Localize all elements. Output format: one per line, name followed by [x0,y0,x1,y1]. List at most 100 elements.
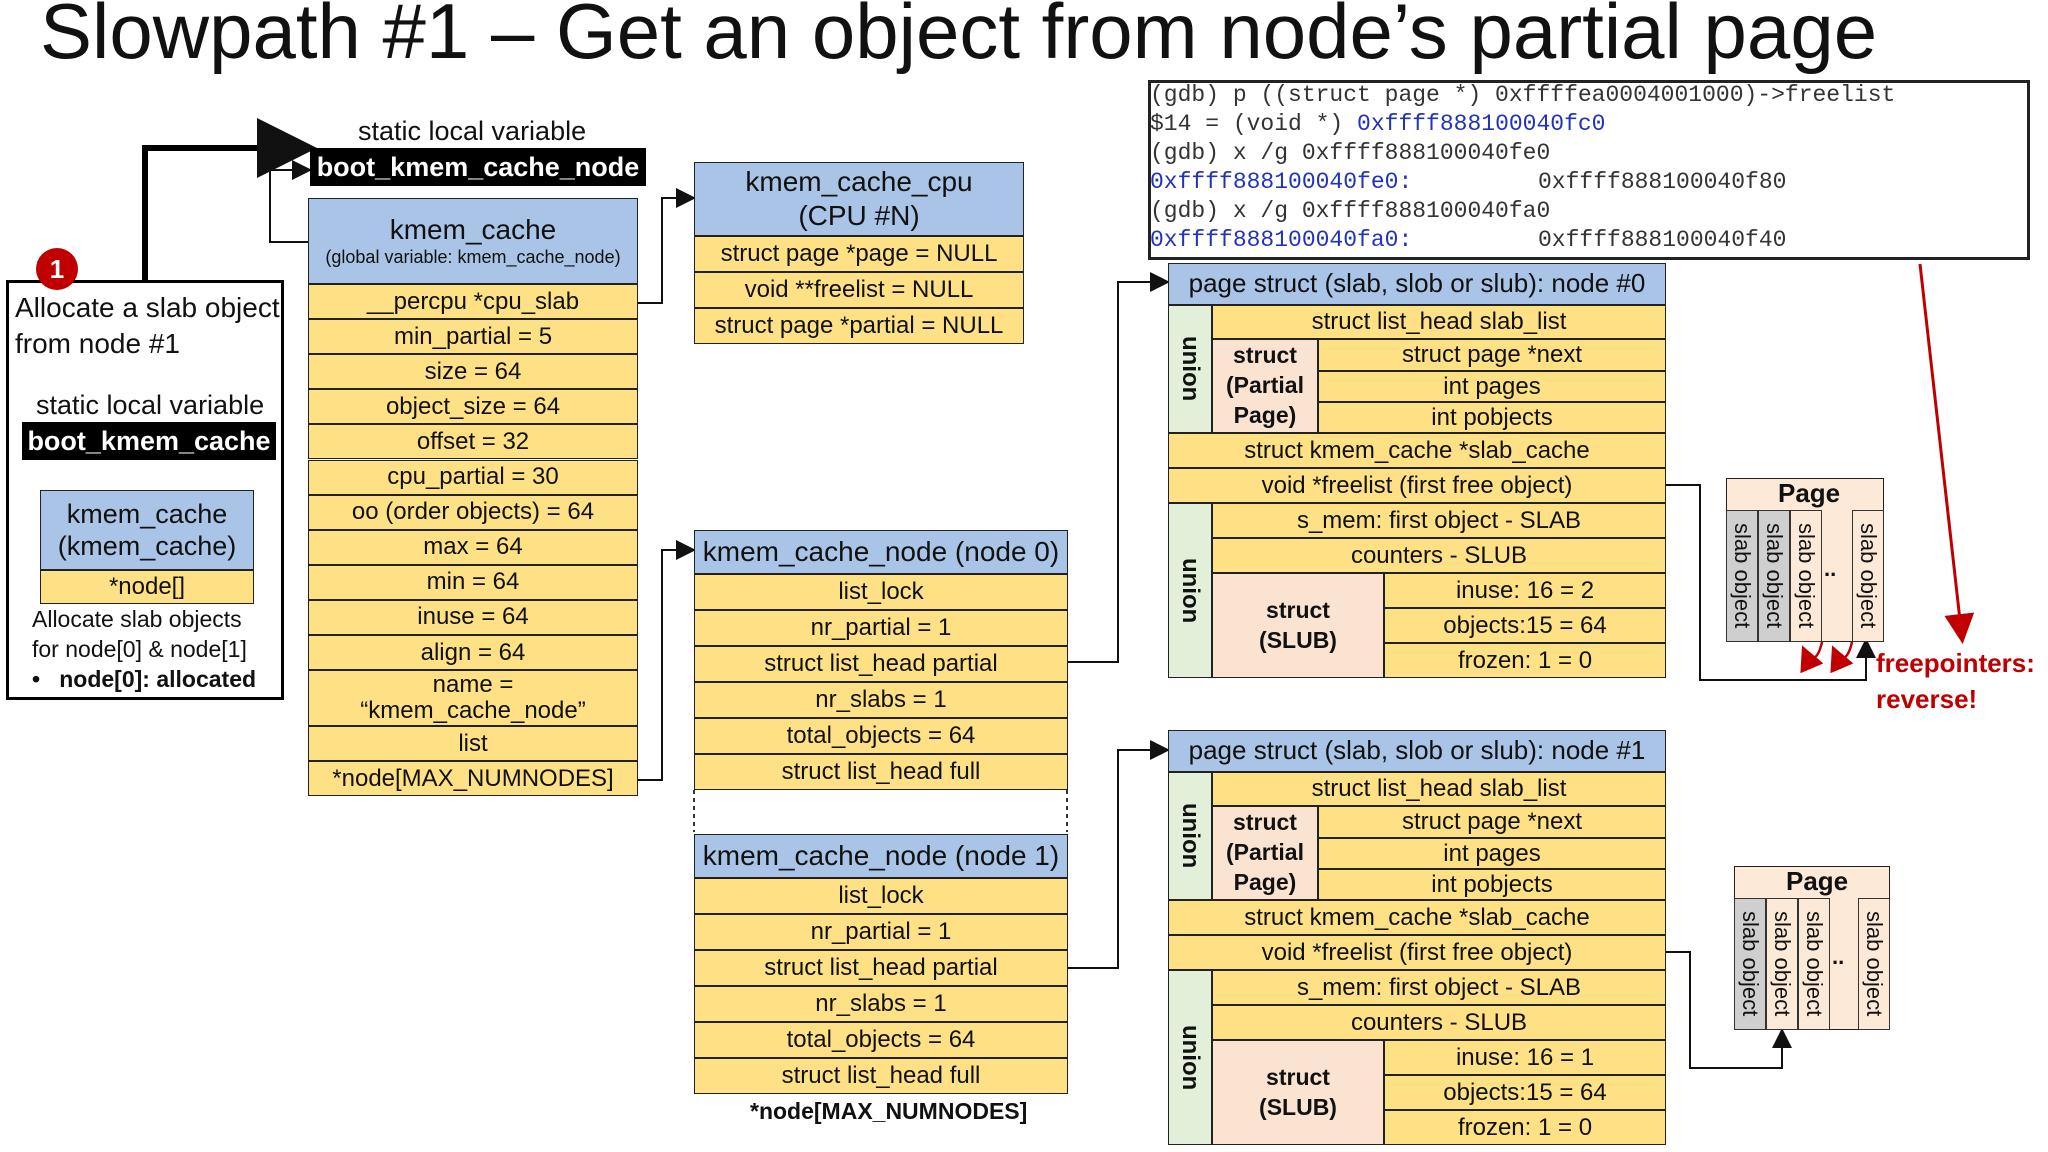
page0-inuse: inuse: 16 = 2 [1384,573,1666,608]
step-note-line1: Allocate slab objects [32,606,242,632]
kmem-cache-field-5: cpu_partial = 30 [308,459,638,495]
page1-freelist: void *freelist (first free object) [1168,935,1666,970]
step-cache-node-field: *node[] [40,570,254,604]
page1-slub-struct: struct (SLUB) [1212,1040,1384,1145]
node1-footer: *node[MAX_NUMNODES] [750,1098,1028,1124]
kmem-cache-list-field: list [308,726,638,761]
step-cache-title-2: (kmem_cache) [57,531,237,561]
page0-slab-list: struct list_head slab_list [1212,305,1666,339]
node0-field-2: struct list_head partial [694,646,1068,682]
node1-field-0: list_lock [694,878,1068,914]
cpu-field-0: struct page *page = NULL [694,236,1024,272]
gdb-line-6a: 0xffff888100040fa0: [1150,227,1413,253]
step-note-line2: for node[0] & node[1] [32,636,247,662]
freepointers-label-1: freepointers: [1876,648,2035,678]
step-bullet: • node[0]: allocated [32,666,257,692]
page1-counters: counters - SLUB [1212,1005,1666,1040]
page1-header: page struct (slab, slob or slub): node #… [1168,730,1666,772]
gdb-line-1: (gdb) p ((struct page *) 0xffffea0004001… [1150,82,1896,108]
page0-objects: objects:15 = 64 [1384,608,1666,643]
gdb-line-5: (gdb) x /g 0xffff888100040fa0 [1150,198,1551,224]
page1-slub-2: (SLUB) [1259,1093,1337,1120]
page1-inuse: inuse: 16 = 1 [1384,1040,1666,1075]
kmem-cache-field-8: min = 64 [308,564,638,600]
node1-field-4: total_objects = 64 [694,1022,1068,1058]
slab-page-0-obj-1: slab object [1726,510,1758,642]
step-badge: 1 [36,248,78,290]
page1-union1: union [1168,772,1212,900]
slab-page-0-dots: .. [1824,556,1837,581]
slab-page-1-obj-2-label: slab object [1770,911,1795,1017]
page0-header: page struct (slab, slob or slub): node #… [1168,263,1666,305]
page1-partial-2: (Partial [1226,839,1304,866]
slab-page-0-obj-2-label: slab object [1762,523,1787,629]
kmem-cache-node-array: *node[MAX_NUMNODES] [308,761,638,796]
node1-field-5: struct list_head full [694,1058,1068,1094]
slab-page-0-obj-3: slab object [1790,510,1822,642]
kmem-cache-field-0: __percpu *cpu_slab [308,284,638,320]
gdb-line-2: $14 = (void *) 0xffff888100040fc0 [1150,111,1606,137]
page1-partial-1: struct [1233,809,1297,836]
gdb-line-6-value: 0xffff888100040f40 [1538,227,1787,253]
boot-kmem-cache-var: boot_kmem_cache [22,422,276,460]
top-static-label: static local variable [358,116,587,146]
node0-field-1: nr_partial = 1 [694,610,1068,646]
step-static-label: static local variable [36,390,265,420]
page1-partial-3: Page) [1233,868,1297,895]
slab-page-0-obj-4-label: slab object [1856,523,1881,629]
page0-union2: union [1168,503,1212,678]
slab-page-1-obj-3: slab object [1798,898,1830,1030]
page-title: Slowpath #1 – Get an object from node’s … [40,0,1878,75]
slab-page-0-obj-2: slab object [1758,510,1790,642]
page1-s-mem: s_mem: first object - SLAB [1212,970,1666,1005]
gdb-line-3: (gdb) x /g 0xffff888100040fe0 [1150,140,1551,166]
page0-freelist: void *freelist (first free object) [1168,468,1666,503]
kmem-cache-cpu-header: kmem_cache_cpu (CPU #N) [694,162,1024,236]
page0-slub-2: (SLUB) [1259,626,1337,653]
cpu-title-1: kmem_cache_cpu [745,166,973,198]
node1-field-3: nr_slabs = 1 [694,986,1068,1022]
freepointers-label-2: reverse! [1876,684,1978,714]
page0-partial-struct: struct (Partial Page) [1212,339,1318,433]
page0-slub-struct: struct (SLUB) [1212,573,1384,678]
kmem-cache-field-7: max = 64 [308,529,638,565]
kmem-cache-field-10: align = 64 [308,635,638,671]
node0-field-3: nr_slabs = 1 [694,682,1068,718]
kmem-cache-header: kmem_cache (global variable: kmem_cache_… [308,198,638,284]
node0-field-4: total_objects = 64 [694,718,1068,754]
kmem-cache-field-4: offset = 32 [308,424,638,460]
step-kmem-cache-title: kmem_cache (kmem_cache) [40,490,254,570]
page1-pages: int pages [1318,838,1666,869]
kmem-cache-title: kmem_cache [389,214,557,246]
node0-field-0: list_lock [694,574,1068,610]
gdb-line-2b: 0xffff888100040fc0 [1357,111,1606,137]
gdb-line-6: 0xffff888100040fa0: [1150,227,1412,253]
gdb-line-4a: 0xffff888100040fe0: [1150,169,1413,195]
page0-next: struct page *next [1318,339,1666,371]
page0-union1: union [1168,305,1212,433]
cpu-field-1: void **freelist = NULL [694,272,1024,308]
page1-frozen: frozen: 1 = 0 [1384,1110,1666,1145]
kmem-cache-name-field: name = “kmem_cache_node” [308,670,638,726]
kmem-cache-field-3: object_size = 64 [308,389,638,425]
node0-header: kmem_cache_node (node 0) [694,530,1068,574]
page0-union2-label: union [1177,557,1204,624]
page1-pobjects: int pobjects [1318,869,1666,900]
page1-partial-struct: struct (Partial Page) [1212,806,1318,900]
kmem-cache-subtitle: (global variable: kmem_cache_node) [325,247,621,267]
page0-partial-3: Page) [1233,401,1297,428]
slab-page-0-title: Page [1778,478,1841,508]
page0-slub-1: struct [1266,596,1330,623]
step-cache-title-1: kmem_cache [66,498,228,529]
page1-objects: objects:15 = 64 [1384,1075,1666,1110]
node1-field-1: nr_partial = 1 [694,914,1068,950]
slab-page-1-obj-1-label: slab object [1738,911,1763,1017]
page0-partial-1: struct [1233,342,1297,369]
gdb-line-2a: $14 = (void *) [1150,111,1358,137]
page0-pobjects: int pobjects [1318,402,1666,433]
slab-page-1-obj-3-label: slab object [1802,911,1827,1017]
page1-union2: union [1168,970,1212,1145]
node1-field-2: struct list_head partial [694,950,1068,986]
slab-page-1-title: Page [1786,866,1849,896]
